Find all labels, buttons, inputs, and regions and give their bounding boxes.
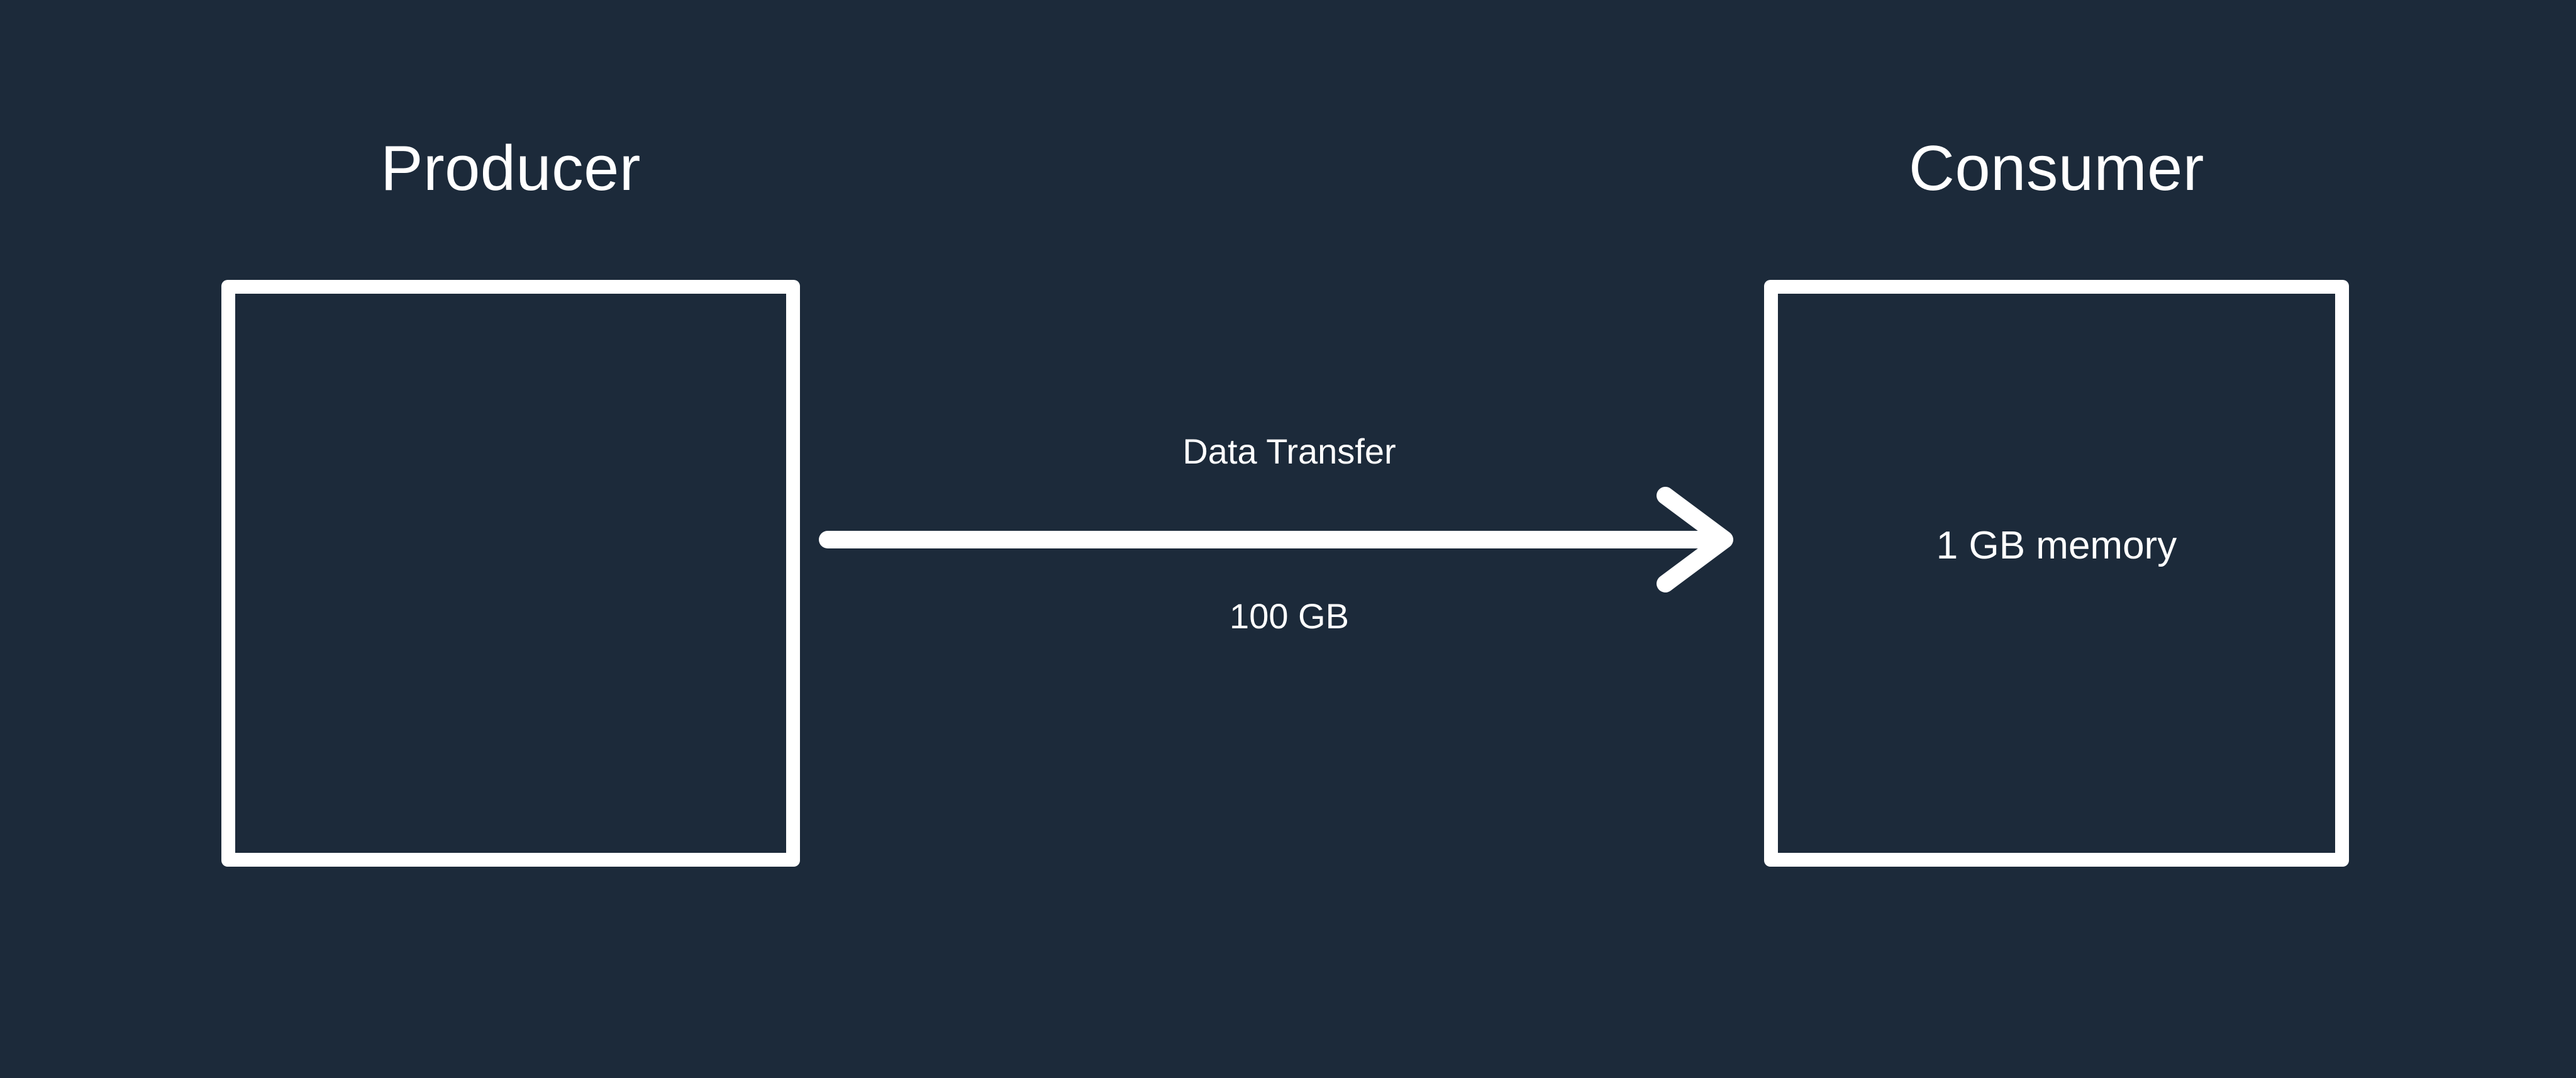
- consumer-memory-label: 1 GB memory: [1936, 524, 2177, 567]
- data-transfer-arrow-icon: [819, 487, 1733, 592]
- producer-node-title: Producer: [380, 133, 641, 204]
- edge-label-transfer-size: 100 GB: [1230, 596, 1349, 636]
- consumer-node-box[interactable]: 1 GB memory: [1764, 280, 2349, 867]
- consumer-node-title: Consumer: [1909, 133, 2204, 204]
- producer-node-box[interactable]: [221, 280, 800, 867]
- edge-label-data-transfer: Data Transfer: [1182, 431, 1396, 471]
- arrow-head-chevron: [1657, 487, 1733, 592]
